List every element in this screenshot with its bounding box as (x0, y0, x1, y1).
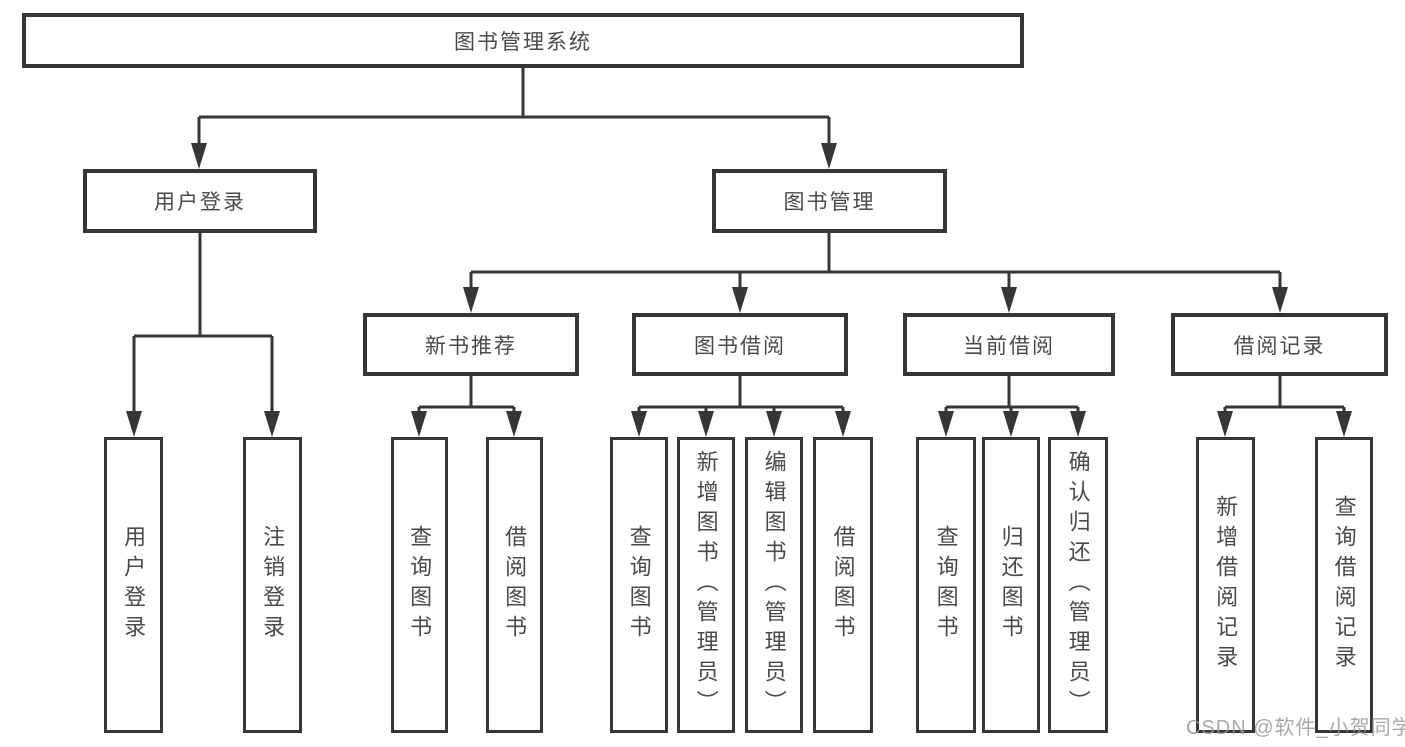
connector-root-to-level1 (197, 68, 831, 146)
leaf-edit-book-admin: 编辑图书（管理员） (745, 437, 803, 733)
arrowhead (835, 411, 851, 437)
node-current-borrow: 当前借阅 (903, 313, 1115, 376)
node-label: 新书推荐 (425, 334, 517, 358)
node-label: 归还图书 (998, 525, 1024, 645)
node-new-book-rec: 新书推荐 (363, 313, 579, 376)
arrowhead (1003, 411, 1019, 437)
arrowhead (732, 287, 748, 313)
arrowhead (821, 143, 837, 169)
arrowhead (506, 411, 522, 437)
arrowhead (1070, 411, 1086, 437)
node-label: 编辑图书（管理员） (761, 450, 787, 720)
leaf-logout: 注销登录 (243, 437, 302, 733)
node-label: 查询图书 (933, 525, 959, 645)
leaf-user-login: 用户登录 (104, 437, 163, 733)
leaf-query-books-1: 查询图书 (391, 437, 448, 733)
node-label: 借阅记录 (1233, 334, 1326, 358)
node-label: 新增借阅记录 (1213, 495, 1239, 675)
leaf-query-borrow-record: 查询借阅记录 (1315, 437, 1373, 733)
node-borrow-records: 借阅记录 (1171, 313, 1388, 376)
leaf-add-book-admin: 新增图书（管理员） (677, 437, 735, 733)
arrowhead (631, 411, 647, 437)
arrowhead (126, 411, 142, 437)
node-label: 当前借阅 (963, 334, 1055, 358)
leaf-confirm-return-admin: 确认归还（管理员） (1048, 437, 1108, 733)
connector-new-book-rec-children (417, 376, 516, 414)
node-label: 新增图书（管理员） (693, 450, 719, 720)
node-root: 图书管理系统 (22, 13, 1024, 68)
arrowhead (463, 287, 479, 313)
node-label: 用户登录 (154, 191, 246, 214)
node-book-borrow: 图书借阅 (632, 313, 848, 376)
arrowhead (1217, 411, 1233, 437)
connector-user-login-children (132, 233, 274, 414)
connector-borrow-records-children (1223, 376, 1346, 414)
node-label: 查询图书 (407, 525, 433, 645)
node-label: 确认归还（管理员） (1065, 450, 1091, 720)
leaf-return-book: 归还图书 (982, 437, 1040, 733)
node-label: 借阅图书 (502, 525, 528, 645)
arrowhead (191, 143, 207, 169)
node-label: 查询借阅记录 (1331, 495, 1357, 675)
leaf-query-books-3: 查询图书 (916, 437, 976, 733)
leaf-query-books-2: 查询图书 (610, 437, 668, 733)
leaf-borrow-books-2: 借阅图书 (813, 437, 873, 733)
arrowhead (264, 411, 280, 437)
node-label: 查询图书 (626, 525, 652, 645)
arrowhead (1336, 411, 1352, 437)
arrowhead (1272, 287, 1288, 313)
node-label: 图书管理系统 (454, 30, 592, 54)
watermark: CSDN @软件_小贺同学 (1186, 717, 1405, 739)
connector-current-borrow-children (944, 376, 1080, 414)
node-book-mgmt: 图书管理 (712, 169, 947, 233)
connector-lines (132, 68, 1346, 414)
node-label: 图书管理 (783, 191, 876, 214)
arrowhead (1001, 287, 1017, 313)
node-label: 用户登录 (121, 525, 147, 645)
connector-book-mgmt-children (469, 233, 1282, 290)
connector-arrowheads (126, 143, 1352, 437)
arrowhead (766, 411, 782, 437)
node-label: 注销登录 (260, 525, 286, 645)
arrowhead (938, 411, 954, 437)
arrowhead (411, 411, 427, 437)
node-label: 借阅图书 (830, 525, 856, 645)
arrowhead (698, 411, 714, 437)
connector-book-borrow-children (637, 376, 845, 414)
leaf-add-borrow-record: 新增借阅记录 (1196, 437, 1255, 733)
node-label: 图书借阅 (694, 334, 786, 358)
leaf-borrow-books-1: 借阅图书 (486, 437, 543, 733)
node-user-login: 用户登录 (83, 169, 317, 233)
